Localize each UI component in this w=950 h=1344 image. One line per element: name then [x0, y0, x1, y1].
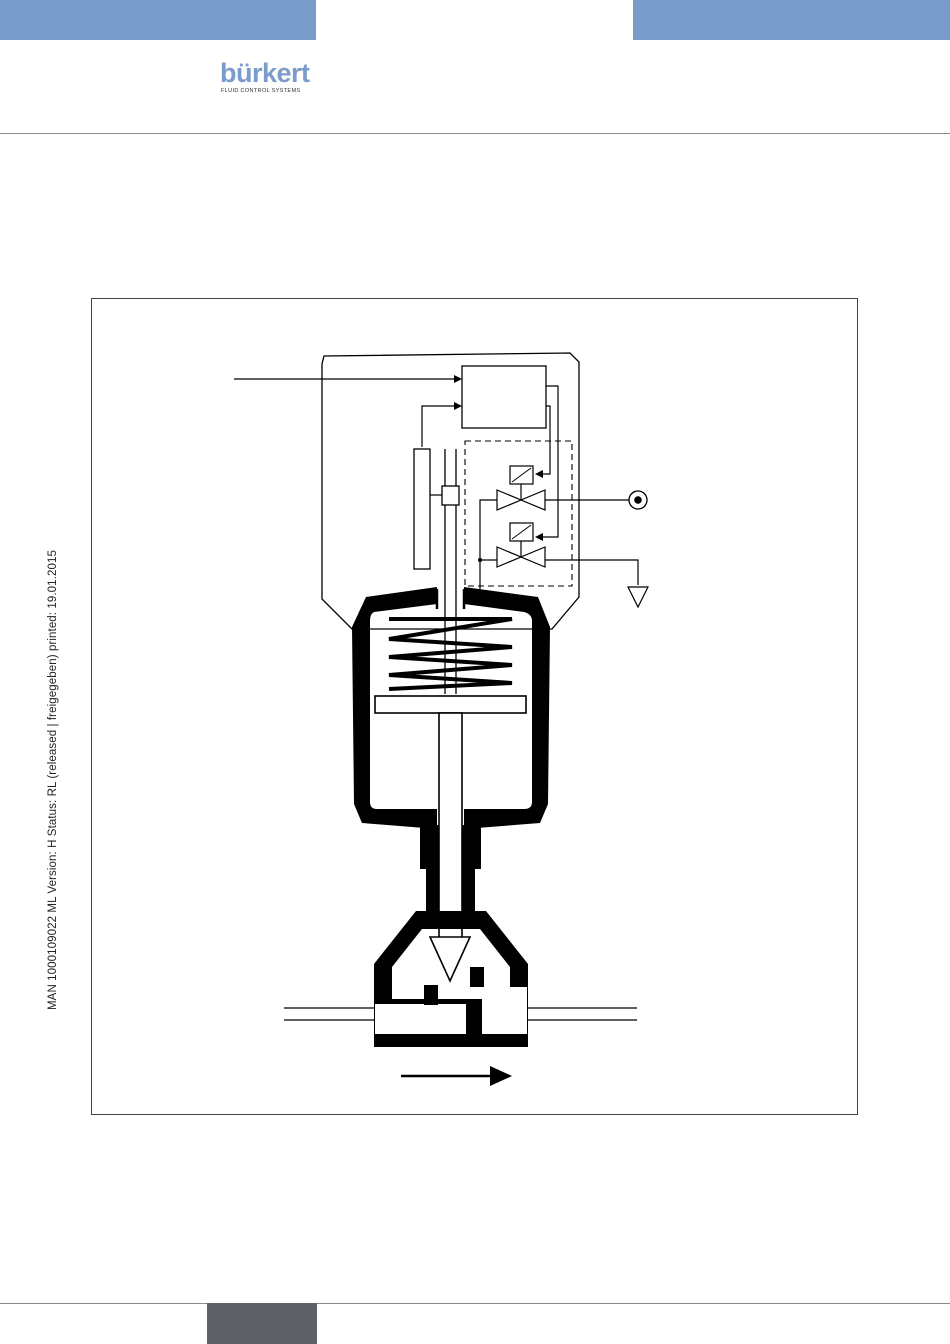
position-sensor-bar	[414, 449, 430, 569]
logo-tagline: FLUID CONTROL SYSTEMS	[221, 88, 300, 94]
footer-divider	[0, 1303, 950, 1304]
footer-page-tab	[207, 1303, 317, 1344]
exhaust-ground-icon	[628, 587, 648, 607]
valve-schematic-drawing	[92, 299, 859, 1116]
document-status-stamp: MAN 1000109022 ML Version: H Status: RL …	[47, 550, 59, 1010]
burkert-logo: bürkert FLUID CONTROL SYSTEMS	[220, 58, 320, 98]
controller-box	[462, 366, 546, 428]
piston-plate	[375, 696, 526, 713]
header-accent-bar-right	[633, 0, 950, 40]
header-divider	[0, 133, 950, 134]
piston-rod	[439, 713, 462, 938]
logo-wordmark: bürkert	[220, 58, 310, 88]
sensor-coupling	[442, 486, 459, 505]
valve-schematic-figure	[91, 298, 858, 1115]
header-accent-bar-left	[0, 0, 316, 40]
